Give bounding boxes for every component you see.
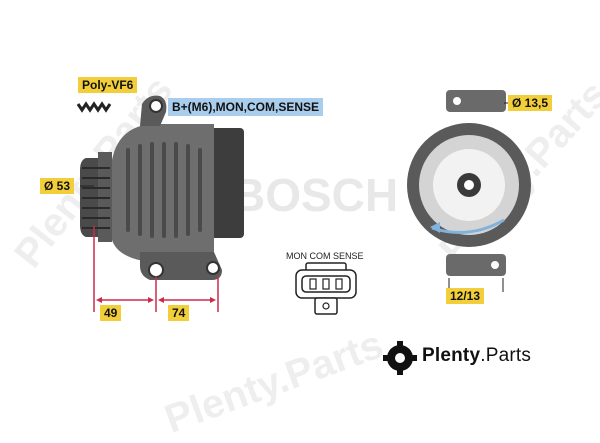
diagram-drawing <box>76 90 531 375</box>
dim-front-label: 49 <box>100 305 122 321</box>
alternator-diagram: BOSCH Plenty.Parts Plenty.Parts Plenty.P… <box>6 69 600 442</box>
rear-view <box>407 90 531 292</box>
pulley-diameter-label: Ø 53 <box>40 178 75 194</box>
terminals-label: B+(M6),MON,COM,SENSE <box>168 98 324 116</box>
brand-name-bold: Plenty <box>422 345 481 366</box>
dimension-lines <box>93 226 219 312</box>
connector-pins-label: MON COM SENSE <box>286 251 364 261</box>
ear-width-label: 12/13 <box>446 288 485 304</box>
pulley <box>80 152 112 242</box>
mount-hole-diameter-label: Ø 13,5 <box>508 95 553 111</box>
brand-name: Plenty.Parts <box>422 345 531 367</box>
connector <box>295 262 357 315</box>
brand-name-rest: .Parts <box>480 345 532 366</box>
belt-type-label: Poly-VF6 <box>78 77 138 93</box>
brand-logo: Plenty.Parts <box>386 345 531 367</box>
alternator-body <box>112 95 244 280</box>
plenty-logo-icon <box>383 341 417 375</box>
belt-ribs-icon <box>76 101 112 113</box>
dim-rear-label: 74 <box>168 305 190 321</box>
